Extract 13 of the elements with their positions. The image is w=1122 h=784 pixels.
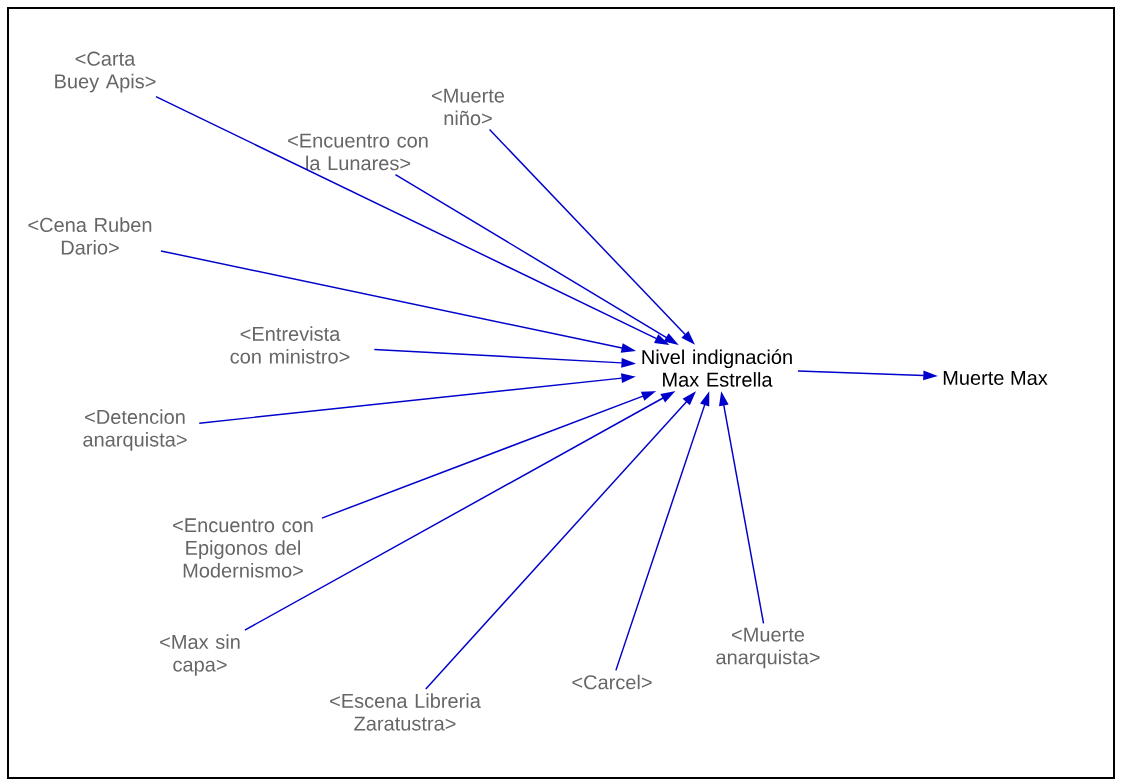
shadow-variable-label: <Encuentro con la Lunares> [288, 133, 428, 171]
shadow-variable-label: <Carcel> [572, 674, 652, 690]
shadow-variable-label: <Detencion anarquista> [83, 409, 187, 451]
shadow-variable-label: <Muerte anarquista> [716, 627, 820, 669]
shadow-variable-label: <Escena Libreria Zaratustra> [330, 693, 481, 731]
variable-label: Nivel indignación Max Estrella [642, 349, 792, 387]
shadow-variable-label: <Cena Ruben Dario> [28, 217, 152, 255]
variable-label: Muerte Max [943, 371, 1048, 385]
shadow-variable-label: <Entrevista con ministro> [230, 326, 350, 364]
shadow-variable-label: <Carta Buey Apis> [55, 51, 156, 93]
shadow-variable-label: <Max sin capa> [160, 634, 240, 676]
shadow-variable-label: <Encuentro con Epigonos del Modernismo> [173, 518, 313, 578]
shadow-variable-label: <Muerte niño> [432, 88, 505, 126]
